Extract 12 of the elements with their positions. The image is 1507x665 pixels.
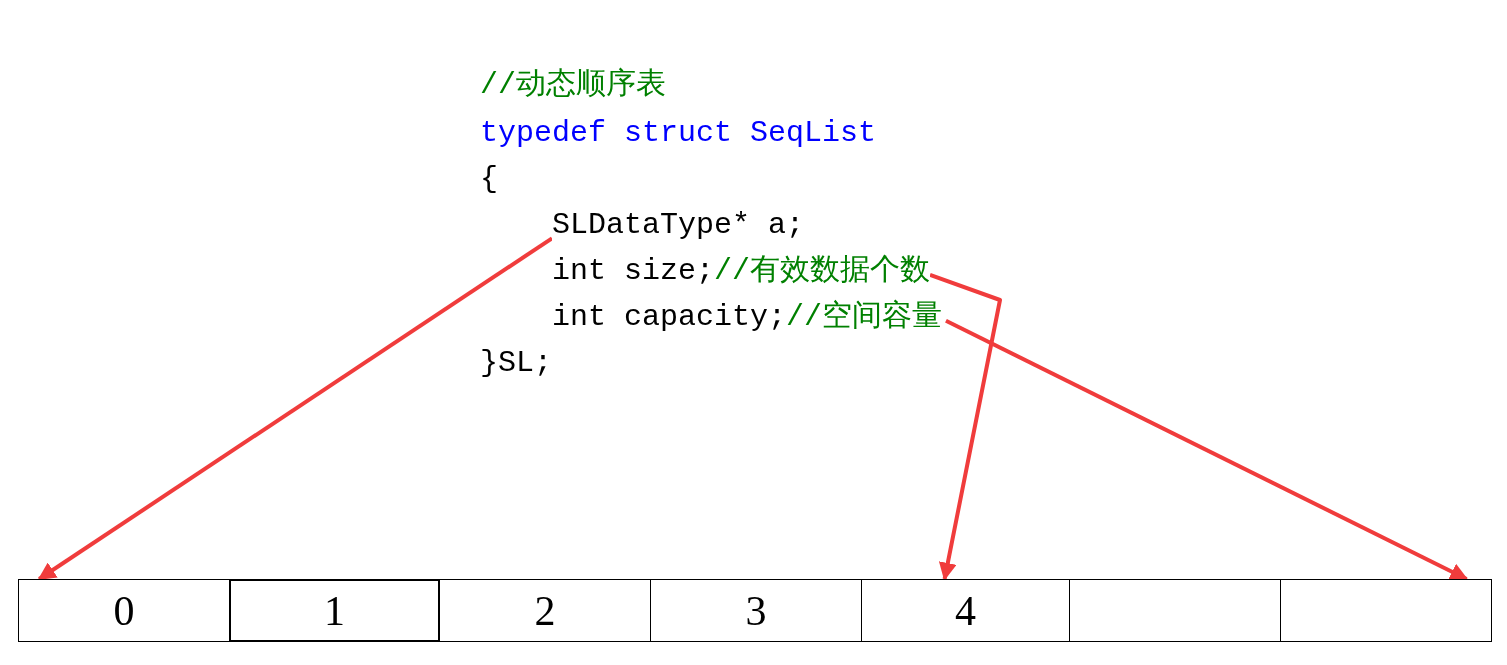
arrow	[929, 272, 1002, 581]
code-line: }SL;	[480, 345, 552, 382]
code-comment: //动态顺序表	[480, 66, 666, 104]
arrow	[37, 236, 554, 581]
array-cell: 0	[18, 579, 230, 642]
code-line: typedef struct SeqList	[480, 115, 877, 152]
code-brace: {	[480, 161, 498, 198]
array-cell: 3	[650, 579, 862, 642]
array-cell: 1	[229, 579, 440, 642]
arrow	[945, 319, 1469, 581]
array-cell: 2	[439, 579, 651, 642]
array-cell: 4	[861, 579, 1070, 642]
